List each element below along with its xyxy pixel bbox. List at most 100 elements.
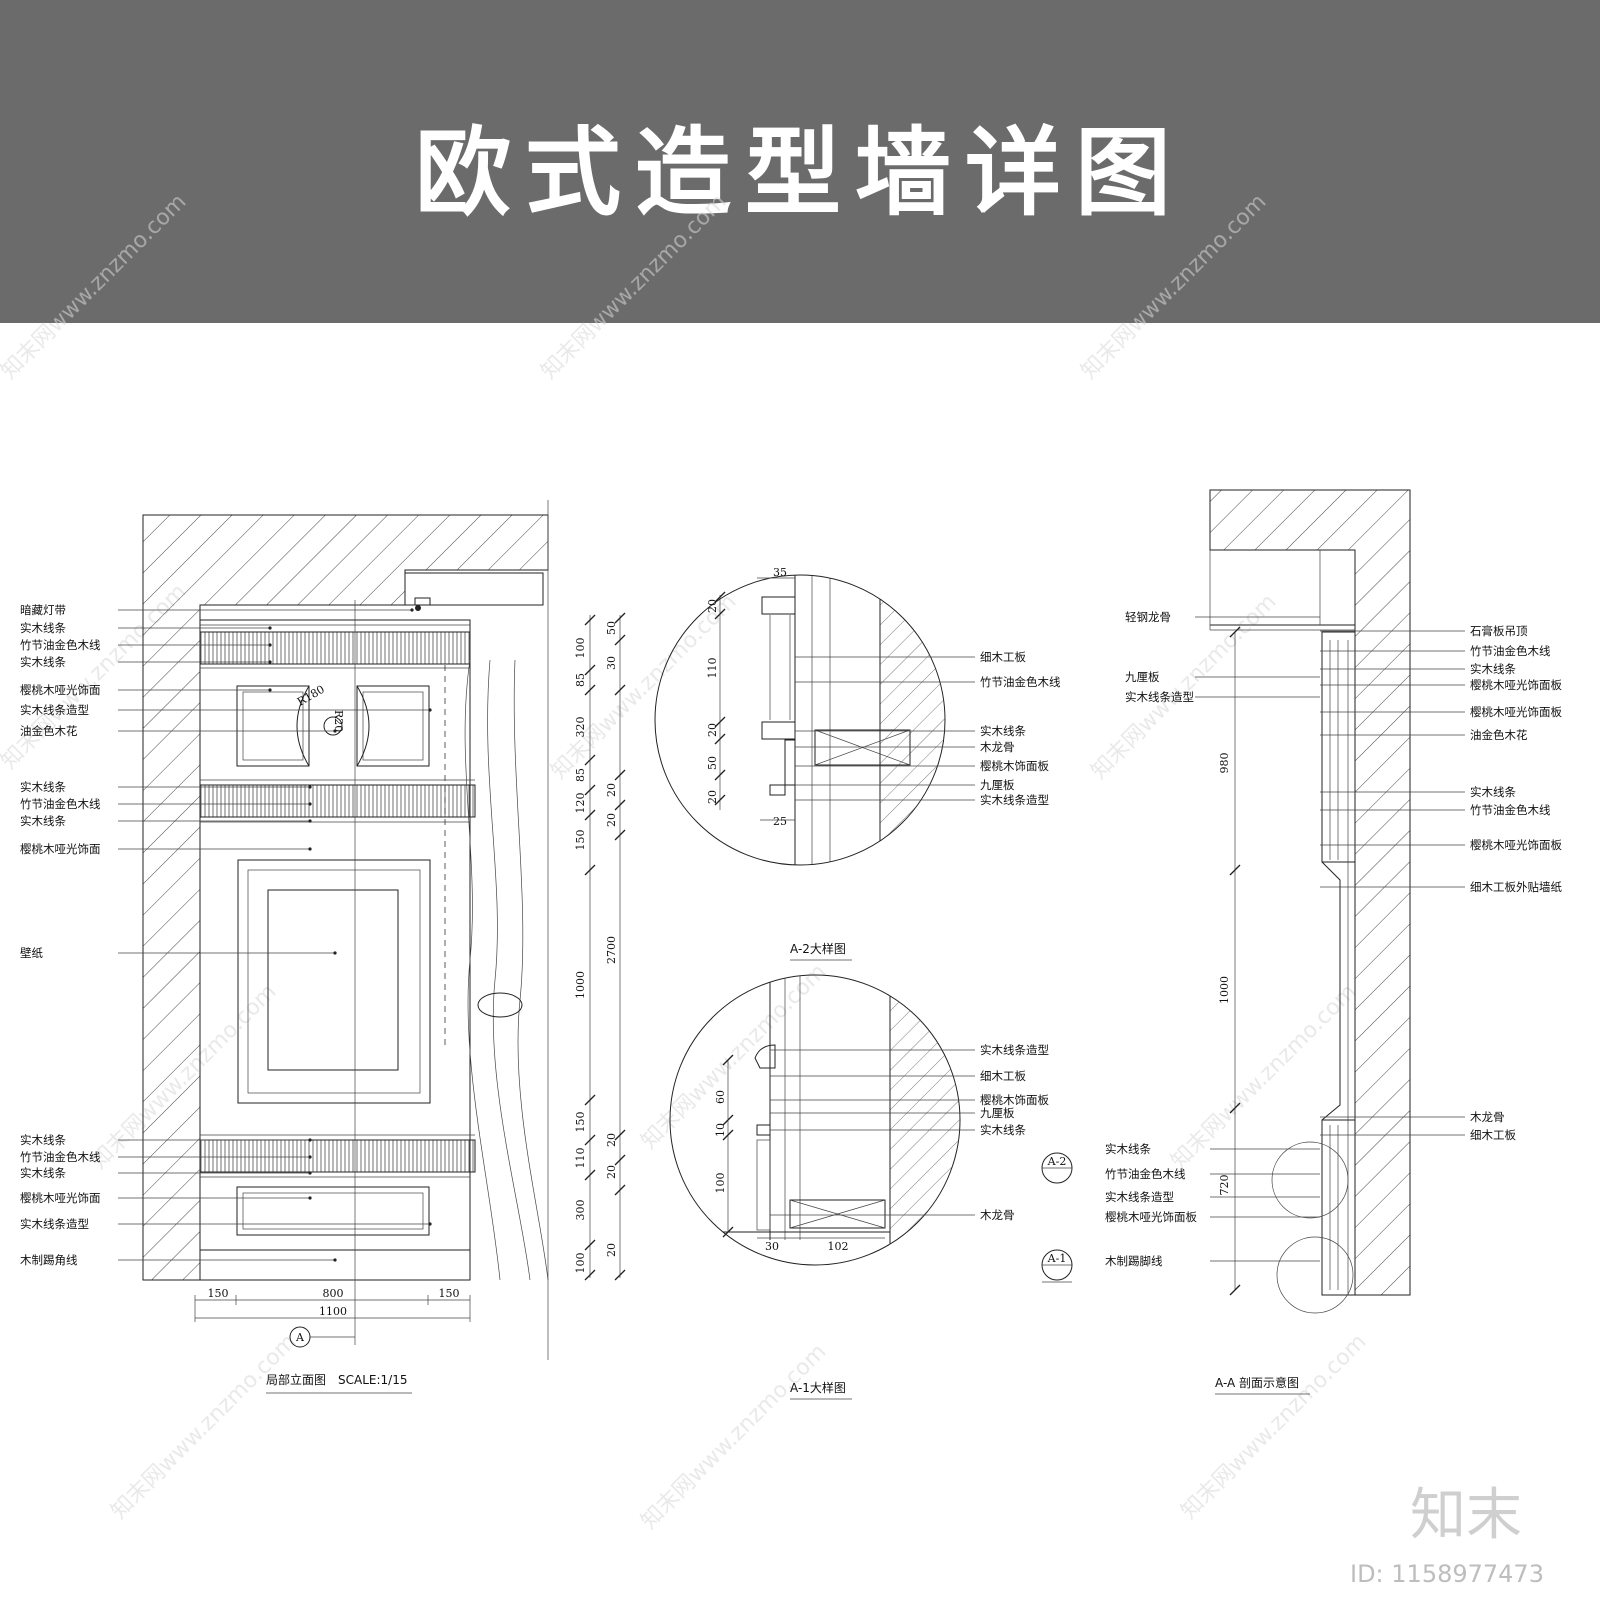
dim-text: 150 <box>574 830 587 851</box>
elevation-caption: 局部立面图 SCALE:1/15 <box>266 1372 407 1387</box>
dim-text: 60 <box>714 1090 727 1104</box>
callout-label: 木龙骨 <box>980 1208 1015 1222</box>
dim-text: 100 <box>574 1253 587 1274</box>
dim-text: 30 <box>605 656 618 670</box>
dim-text: 980 <box>1218 753 1231 774</box>
callout-label: 樱桃木饰面板 <box>980 759 1049 773</box>
dim-tick <box>1229 626 1241 638</box>
dim-text: 800 <box>323 1287 344 1300</box>
section-marker-a1: A-1 <box>1047 1252 1067 1265</box>
dim-text: 10 <box>714 1123 727 1137</box>
section-aa-dims: 980 1000 720 <box>1218 753 1231 1196</box>
callout-label: 油金色木花 <box>1470 728 1528 742</box>
dim-tick <box>614 1129 626 1141</box>
dim-text: 2700 <box>605 936 618 964</box>
section-mark-a: A <box>295 1331 305 1344</box>
watermark-text: 知末网www.znzmo.com <box>0 189 191 384</box>
section-aa-drawing: A-2 A-1 <box>1041 489 1411 1314</box>
image-id-label: ID: 1158977473 <box>1350 1560 1544 1588</box>
callout-label: 实木线条造型 <box>1125 690 1194 704</box>
callout-label: 木龙骨 <box>980 740 1015 754</box>
watermark-text: 知末网www.znzmo.com <box>1177 1329 1372 1524</box>
leader-dot <box>268 643 272 647</box>
dim-tick <box>722 1054 734 1066</box>
dim-text: 300 <box>574 1200 587 1221</box>
watermark-text: 知末网www.znzmo.com <box>637 1339 832 1534</box>
watermark-text: 知末网www.znzmo.com <box>537 189 732 384</box>
callout-label: 油金色木花 <box>20 724 78 738</box>
dim-text: 20 <box>605 1243 618 1257</box>
callout-label: 竹节油金色木线 <box>20 797 101 811</box>
dim-text: 102 <box>828 1240 849 1253</box>
dim-tick <box>722 1226 734 1238</box>
brand-logo: 知末 <box>1410 1483 1522 1548</box>
dim-text: 150 <box>574 1112 587 1133</box>
dim-tick <box>714 769 726 781</box>
dim-tick <box>584 1239 596 1251</box>
dim-tick <box>614 684 626 696</box>
title-banner: 欧式造型墙详图 <box>0 0 1600 323</box>
dim-tick <box>614 1184 626 1196</box>
dim-text: 85 <box>574 768 587 782</box>
leader-dot <box>308 1138 312 1142</box>
callout-label: 实木线条 <box>20 1133 66 1147</box>
detail-a1-caption: A-1大样图 <box>790 1380 846 1395</box>
leader-dot <box>308 1196 312 1200</box>
dim-tick <box>1229 1284 1241 1296</box>
callout-label: 实木线条造型 <box>1105 1190 1174 1204</box>
watermark-layer: 知末网www.znzmo.com 知末网www.znzmo.com 知末网www.z… <box>0 189 1371 1534</box>
callout-label: 竹节油金色木线 <box>980 675 1061 689</box>
dim-tick <box>584 1134 596 1146</box>
dim-tick <box>584 784 596 796</box>
dim-tick <box>584 1094 596 1106</box>
dim-text: 1100 <box>319 1305 347 1318</box>
leader-dot <box>308 802 312 806</box>
detail-a2-drawing <box>654 574 946 866</box>
callout-label: 细木工板 <box>980 1069 1026 1083</box>
dim-tick <box>714 794 726 806</box>
dim-tick <box>1229 1102 1241 1114</box>
callout-label: 实木线条 <box>980 1123 1026 1137</box>
dim-text: 20 <box>605 1133 618 1147</box>
callout-label: 九厘板 <box>980 778 1015 792</box>
dim-tick <box>584 754 596 766</box>
dim-tick <box>614 829 626 841</box>
callout-label: 实木线条造型 <box>980 1043 1049 1057</box>
dim-tick <box>722 1129 734 1141</box>
leader-dot <box>428 708 432 712</box>
dim-text: 150 <box>208 1287 229 1300</box>
leader-dot <box>308 785 312 789</box>
dim-text: 1000 <box>574 971 587 999</box>
callout-label: 实木线条 <box>20 621 66 635</box>
callout-label: 细木工板 <box>1470 1128 1516 1142</box>
detail-a2-caption: A-2大样图 <box>790 941 846 956</box>
callout-label: 细木工板外贴墙纸 <box>1470 880 1562 894</box>
leader-dot <box>308 1155 312 1159</box>
dim-tick <box>584 664 596 676</box>
callout-label: 九厘板 <box>980 1106 1015 1120</box>
callout-label: 轻钢龙骨 <box>1125 610 1171 624</box>
dim-text: 1000 <box>1218 976 1231 1004</box>
elevation-labels: 暗藏灯带实木线条竹节油金色木线实木线条樱桃木哑光饰面实木线条造型油金色木花实木线… <box>20 603 432 1267</box>
leader-dot <box>428 1222 432 1226</box>
elevation-dims-vertical: 100 85 320 85 120 150 1000 150 110 300 1… <box>574 612 626 1281</box>
callout-label: 木制踢脚线 <box>1105 1254 1163 1268</box>
dim-tick <box>584 684 596 696</box>
callout-label: 九厘板 <box>1125 670 1160 684</box>
dim-text: 50 <box>706 756 719 770</box>
dim-text: 20 <box>706 599 719 613</box>
dim-tick <box>584 864 596 876</box>
dim-text: 110 <box>574 1148 587 1169</box>
dim-tick <box>614 1154 626 1166</box>
detail-a2-dims: 35 20 110 20 50 20 25 <box>706 566 787 828</box>
detail-a1-drawing <box>669 974 961 1266</box>
leader-dot <box>308 847 312 851</box>
elevation-dims-bottom: 150 800 150 1100 <box>208 1287 460 1318</box>
callout-label: 樱桃木哑光饰面板 <box>1470 678 1562 692</box>
dim-tick <box>714 716 726 728</box>
dim-tick <box>614 634 626 646</box>
callout-label: 实木线条 <box>20 814 66 828</box>
callout-label: 樱桃木哑光饰面 <box>20 683 101 697</box>
dim-text: 120 <box>574 793 587 814</box>
